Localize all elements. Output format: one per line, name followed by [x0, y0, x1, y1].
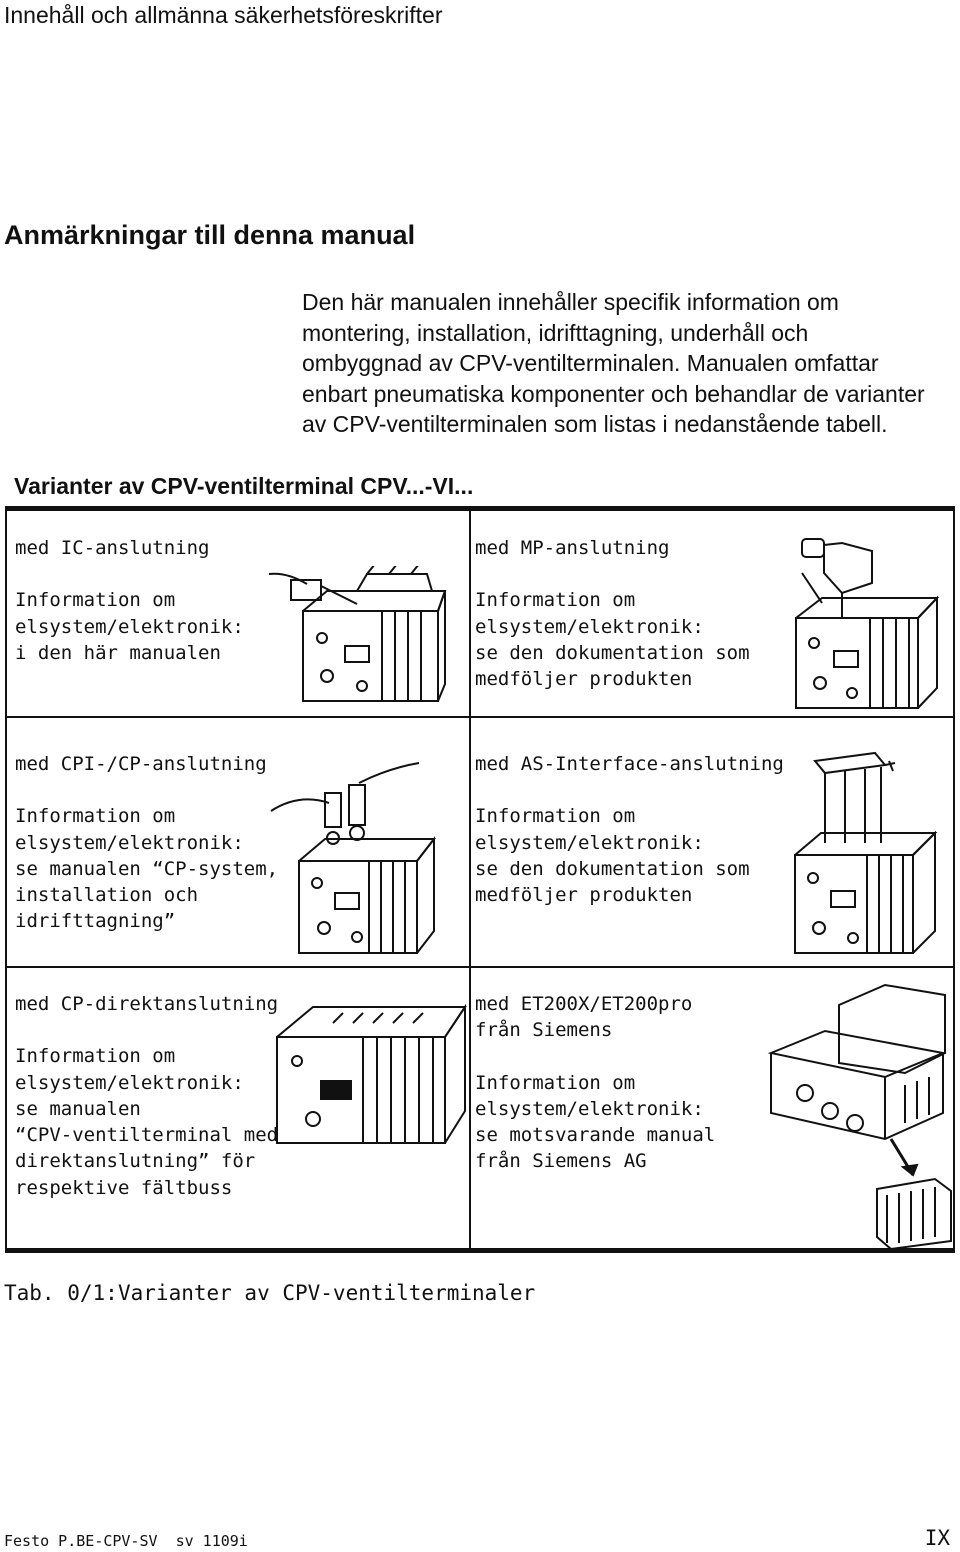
- column-divider: [469, 511, 471, 1248]
- cell-line: direktanslutning” för: [15, 1150, 256, 1173]
- running-head: Innehåll och allmänna säkerhetsföreskrif…: [4, 2, 443, 28]
- cell-mp-connection: med MP-anslutning Information om elsyste…: [475, 535, 775, 692]
- cell-title: med MP-anslutning: [475, 537, 670, 559]
- cell-line: elsystem/elektronik:: [15, 831, 244, 854]
- intro-line: av CPV-ventilterminalen som listas i ned…: [302, 411, 888, 437]
- cell-et200-connection: med ET200X/ET200pro från Siemens Informa…: [475, 991, 755, 1175]
- table-caption-text: Varianter av CPV-ventilterminaler: [118, 1281, 536, 1305]
- asi-terminal-icon: [794, 751, 938, 954]
- footer-doc-id: Festo P.BE-CPV-SV sv 1109i: [4, 1532, 248, 1550]
- cell-line: se den dokumentation som: [475, 641, 750, 664]
- cell-line: Information om: [15, 589, 176, 612]
- intro-line: montering, installation, idrifttagning, …: [302, 319, 809, 346]
- cell-line: se manualen “CP-system,: [15, 857, 279, 880]
- cell-line: idrifttagning”: [15, 910, 176, 933]
- et200-terminal-icon: [767, 983, 952, 1251]
- cell-line: elsystem/elektronik:: [15, 1071, 244, 1094]
- cell-line: i den här manualen: [15, 641, 221, 664]
- mp-terminal-icon: [795, 538, 940, 709]
- cell-ic-connection: med IC-anslutning Information om elsyste…: [15, 535, 265, 666]
- cell-line: se manualen: [15, 1097, 141, 1120]
- cell-title: med ET200X/ET200pro: [475, 993, 693, 1015]
- intro-paragraph: Den här manualen innehåller specifik inf…: [302, 287, 952, 440]
- cell-title: med CPI-/CP-anslutning: [15, 753, 267, 775]
- cell-line: installation och: [15, 884, 199, 907]
- cell-asi-connection: med AS-Interface-anslutning Information …: [475, 751, 784, 908]
- cell-line: respektive fältbuss: [15, 1176, 233, 1199]
- cell-line: “CPV-ventilterminal med: [15, 1124, 279, 1147]
- cell-title: med CP-direktanslutning: [15, 993, 279, 1015]
- variants-table: med IC-anslutning Information om elsyste…: [5, 506, 955, 1253]
- table-caption-number: Tab. 0/1:: [4, 1281, 118, 1305]
- cell-line: medföljer produkten: [475, 668, 693, 691]
- intro-line: Den här manualen innehåller specifik inf…: [302, 289, 839, 315]
- table-caption: Tab. 0/1:Varianter av CPV-ventilterminal…: [4, 1281, 535, 1305]
- cell-line: Information om: [15, 1045, 176, 1068]
- cell-line: Information om: [15, 805, 176, 828]
- cell-title-line2: från Siemens: [475, 1019, 613, 1042]
- cell-line: från Siemens AG: [475, 1150, 647, 1173]
- page-number: IX: [924, 1526, 950, 1550]
- cell-line: Information om: [475, 805, 636, 828]
- cell-cp-direct-connection: med CP-direktanslutning Information om e…: [15, 991, 279, 1201]
- cell-title: med IC-anslutning: [15, 537, 210, 559]
- cell-cpi-connection: med CPI-/CP-anslutning Information om el…: [15, 751, 279, 935]
- cell-line: se den dokumentation som: [475, 857, 750, 880]
- cell-line: medföljer produkten: [475, 884, 693, 907]
- cell-line: elsystem/elektronik:: [475, 1097, 704, 1120]
- direct-terminal-icon: [276, 1003, 467, 1144]
- cpi-terminal-icon: [270, 762, 437, 954]
- table-heading: Varianter av CPV-ventilterminal CPV...-V…: [14, 473, 474, 499]
- section-title: Anmärkningar till denna manual: [4, 220, 416, 250]
- cell-line: elsystem/elektronik:: [15, 615, 244, 638]
- cell-line: Information om: [475, 589, 636, 612]
- intro-line: ombyggnad av CPV-ventilterminalen. Manua…: [302, 350, 879, 376]
- intro-line: enbart pneumatiska komponenter och behan…: [302, 380, 925, 407]
- cell-line: Information om: [475, 1071, 636, 1094]
- cell-line: elsystem/elektronik:: [475, 831, 704, 854]
- cell-line: elsystem/elektronik:: [475, 615, 704, 638]
- row-divider: [7, 966, 953, 968]
- cell-line: se motsvarande manual: [475, 1124, 716, 1147]
- cell-title: med AS-Interface-anslutning: [475, 753, 784, 775]
- ic-terminal-icon: [268, 566, 447, 702]
- row-divider: [7, 716, 953, 718]
